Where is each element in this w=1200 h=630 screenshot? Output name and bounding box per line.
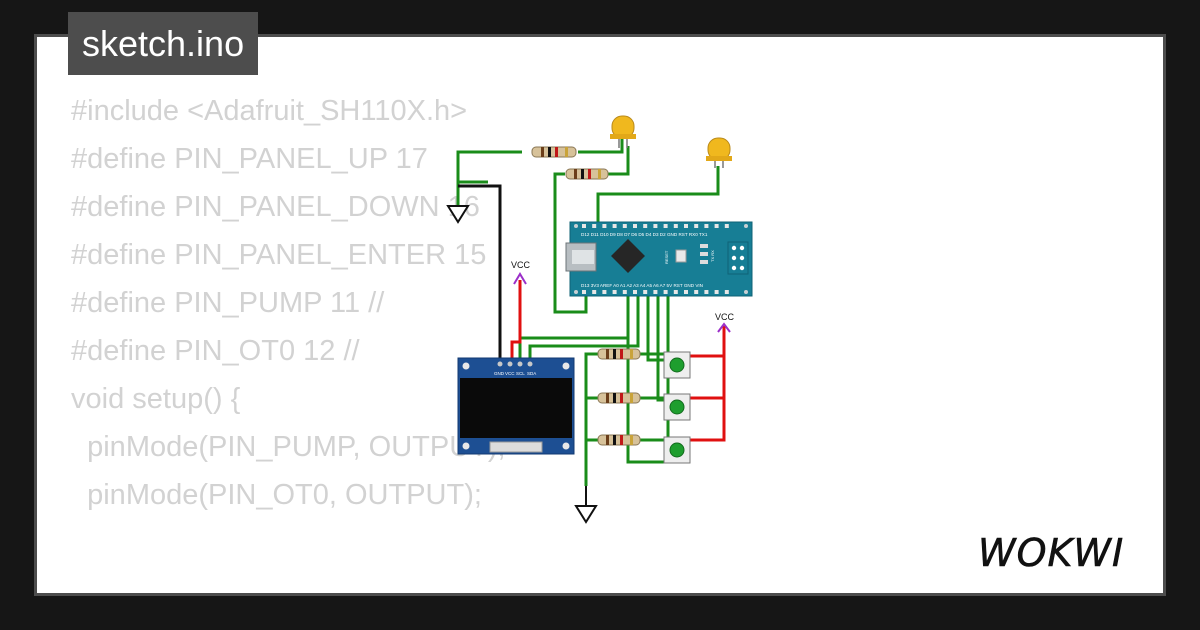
svg-text:WOKWI: WOKWI [978, 531, 1124, 575]
nano-pin[interactable] [714, 224, 719, 228]
nano-pin[interactable] [684, 290, 688, 294]
nano-pin[interactable] [633, 224, 637, 228]
nano-pin[interactable] [704, 290, 709, 294]
preview-card: #include <Adafruit_SH110X.h> #define PIN_… [34, 34, 1166, 596]
nano-pin[interactable] [622, 224, 627, 228]
pushbutton-up[interactable] [663, 351, 691, 379]
gnd-wire [458, 184, 502, 362]
nano-pin[interactable] [704, 224, 709, 228]
nano-pin[interactable] [633, 290, 637, 294]
code-line: #define PIN_PANEL_ENTER 15 [71, 239, 487, 271]
code-editor[interactable]: #include <Adafruit_SH110X.h> #define PIN_… [71, 87, 506, 519]
nano-pin[interactable] [684, 224, 688, 228]
oled-pin-vcc: VCC [505, 371, 515, 376]
nano-bottom-pin-labels: D13 3V3 AREF A0 A1 A2 A3 A4 A5 A6 A7 5V … [581, 283, 703, 288]
resistor[interactable] [597, 434, 641, 446]
code-line: #define PIN_PANEL_DOWN 16 [71, 191, 480, 223]
led[interactable] [610, 115, 636, 148]
nano-pin[interactable] [694, 290, 699, 294]
led[interactable] [706, 137, 732, 168]
resistor[interactable] [597, 348, 641, 360]
nano-pin[interactable] [694, 224, 699, 228]
nano-pin[interactable] [714, 290, 719, 294]
ground-icon [446, 205, 470, 224]
nano-pin[interactable] [673, 290, 678, 294]
nano-pin[interactable] [592, 224, 597, 228]
arduino-nano[interactable]: D12 D11 D10 D9 D8 D7 D6 D5 D4 D3 D2 GND … [565, 221, 753, 297]
nano-pin[interactable] [622, 290, 627, 294]
oled-pin-scl: SCL [516, 371, 525, 376]
nano-reset-label: RESET [664, 250, 669, 264]
code-line: void setup() { [71, 383, 241, 415]
pushbutton-down[interactable] [663, 393, 691, 421]
oled-screen [460, 378, 572, 438]
oled-display[interactable]: GND VCC SCL SDA [457, 357, 575, 455]
ground-icon [574, 486, 598, 524]
nano-pin[interactable] [653, 290, 658, 294]
reset-button[interactable] [675, 249, 687, 263]
svg-text:VCC: VCC [715, 312, 735, 322]
nano-pin[interactable] [673, 224, 678, 228]
nano-top-pin-labels: D12 D11 D10 D9 D8 D7 D6 D5 D4 D3 D2 GND … [581, 232, 708, 237]
oled-pin-gnd: GND [494, 371, 505, 376]
nano-pin[interactable] [643, 290, 648, 294]
nano-pin[interactable] [724, 224, 729, 228]
pushbutton-enter[interactable] [663, 436, 691, 464]
nano-pin[interactable] [612, 224, 617, 228]
nano-pin[interactable] [602, 224, 607, 228]
resistor[interactable] [565, 168, 609, 180]
code-line: #include <Adafruit_SH110X.h> [71, 95, 468, 127]
nano-pin[interactable] [612, 290, 617, 294]
red-wires [510, 280, 726, 442]
svg-text:VCC: VCC [511, 260, 531, 270]
wokwi-logo: WOKWI [978, 531, 1124, 576]
nano-pin[interactable] [582, 290, 586, 294]
nano-pin[interactable] [643, 224, 648, 228]
nano-pin[interactable] [663, 224, 668, 228]
code-line: #define PIN_OT0 12 // [71, 335, 360, 367]
nano-pin[interactable] [592, 290, 597, 294]
code-line: pinMode(PIN_OT0, OUTPUT); [71, 479, 482, 511]
file-tab[interactable]: sketch.ino [68, 12, 259, 75]
nano-pin[interactable] [602, 290, 607, 294]
code-line: #define PIN_PANEL_UP 17 [71, 143, 428, 175]
mcu-chip [611, 239, 645, 273]
code-line: #define PIN_PUMP 11 // [71, 287, 385, 319]
oled-pin-sda: SDA [527, 371, 536, 376]
nano-pin[interactable] [663, 290, 668, 294]
nano-led-labels: TX RX [710, 250, 715, 262]
nano-pin[interactable] [582, 224, 586, 228]
nano-pin[interactable] [724, 290, 729, 294]
resistor[interactable] [531, 146, 577, 158]
vcc-symbol-1: VCC [511, 260, 531, 285]
vcc-symbol-2: VCC [715, 312, 735, 333]
nano-pin[interactable] [653, 224, 658, 228]
resistor[interactable] [597, 392, 641, 404]
